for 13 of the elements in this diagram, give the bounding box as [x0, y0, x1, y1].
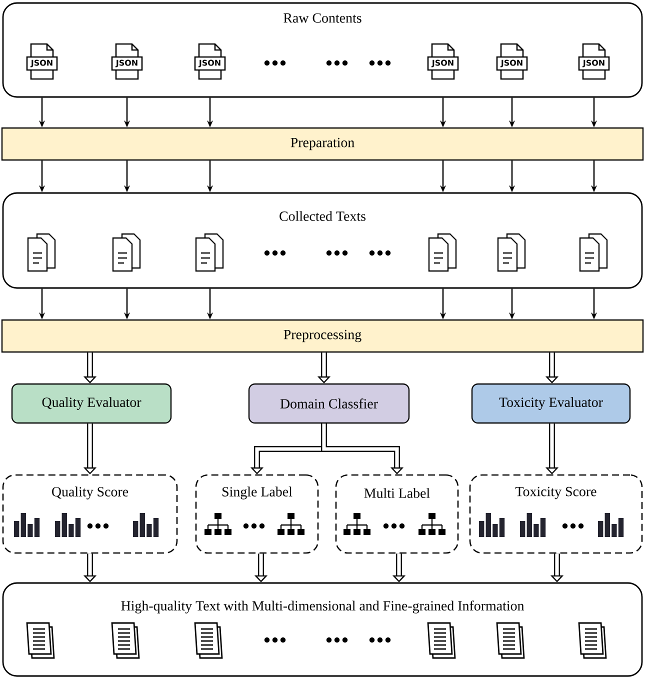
box-title: Multi Label	[364, 488, 430, 498]
box-title: Raw Contents	[284, 13, 362, 23]
module-box: Toxicity Evaluator	[471, 383, 631, 424]
process-band: Preprocessing	[1, 319, 644, 353]
process-band: Preparation	[1, 127, 644, 161]
box-title: High-quality Text with Multi-dimensional and Fine-grained Information	[121, 600, 524, 614]
box-title: Toxicity Score	[515, 486, 596, 500]
arrow	[321, 424, 404, 474]
box-title: Quality Score	[52, 486, 128, 500]
module-box: Domain Classfier	[248, 383, 410, 424]
box-title: Single Label	[222, 486, 292, 500]
box-title: Collected Texts	[280, 211, 366, 221]
module-box: Quality Evaluator	[11, 383, 172, 424]
